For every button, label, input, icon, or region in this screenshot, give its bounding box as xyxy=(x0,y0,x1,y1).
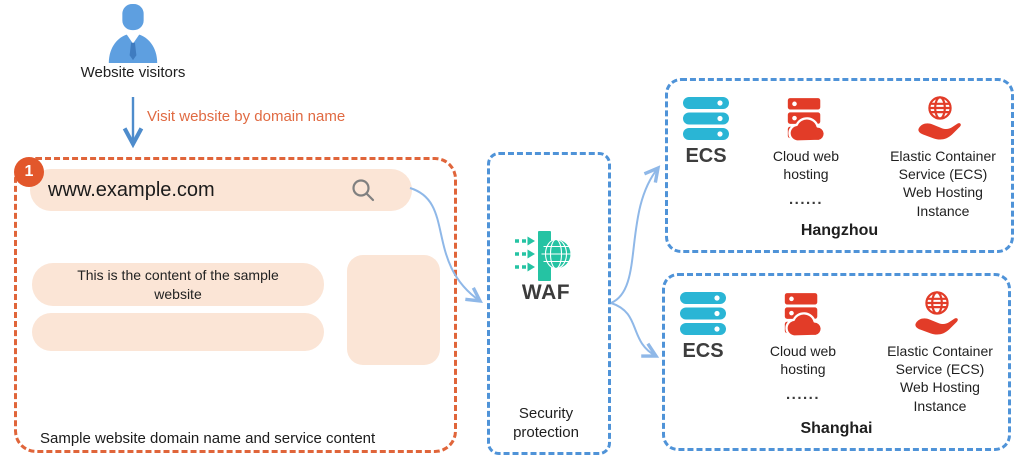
ellipsis-dots: ...... xyxy=(785,386,820,403)
arrow-waf-to-hangzhou xyxy=(610,165,661,304)
region-box-hangzhou: ECS Cloud web hosting ...... xyxy=(665,78,1014,253)
region-name-shanghai: Shanghai xyxy=(800,420,873,437)
sample-content-bar: This is the content of the sample websit… xyxy=(32,263,324,306)
waf-caption: Security protection xyxy=(513,405,579,441)
elastic-container-service-icon xyxy=(918,96,961,140)
cloud-web-hosting-icon xyxy=(787,98,826,143)
region-name-hangzhou: Hangzhou xyxy=(800,222,879,239)
ecs-server-icon xyxy=(683,97,729,140)
sample-content-bar-empty xyxy=(32,313,324,351)
step-1-badge: 1 xyxy=(14,157,44,187)
ecs-label: ECS xyxy=(685,145,727,167)
ecs-label: ECS xyxy=(682,340,724,362)
search-icon xyxy=(352,179,375,202)
sample-website-box xyxy=(14,157,457,453)
website-url: www.example.com xyxy=(48,178,215,201)
sample-content-text: This is the content of the sample websit… xyxy=(77,267,279,302)
visit-arrow-label: Visit website by domain name xyxy=(147,108,346,125)
browser-address-bar: www.example.com xyxy=(30,169,412,211)
arrow-waf-to-shanghai xyxy=(610,302,660,358)
ellipsis-dots: ...... xyxy=(788,191,823,208)
elastic-container-service-label: Elastic Container Service (ECS) Web Host… xyxy=(887,343,993,414)
elastic-container-service-label: Elastic Container Service (ECS) Web Host… xyxy=(890,148,996,219)
visitor-label: Website visitors xyxy=(80,64,186,81)
cloud-web-hosting-label: Cloud web hosting xyxy=(769,343,837,378)
website-visitor-icon xyxy=(108,4,158,64)
cloud-web-hosting-icon xyxy=(784,293,823,338)
waf-icon xyxy=(515,231,571,281)
elastic-container-service-icon xyxy=(915,291,958,335)
waf-title: WAF xyxy=(521,281,571,304)
cloud-web-hosting-label: Cloud web hosting xyxy=(772,148,840,183)
region-box-shanghai: ECS Cloud web hosting ...... xyxy=(662,273,1011,451)
ecs-server-icon xyxy=(680,292,726,335)
sample-content-block xyxy=(347,255,440,365)
sample-website-caption: Sample website domain name and service c… xyxy=(40,430,376,447)
waf-box xyxy=(487,152,611,455)
